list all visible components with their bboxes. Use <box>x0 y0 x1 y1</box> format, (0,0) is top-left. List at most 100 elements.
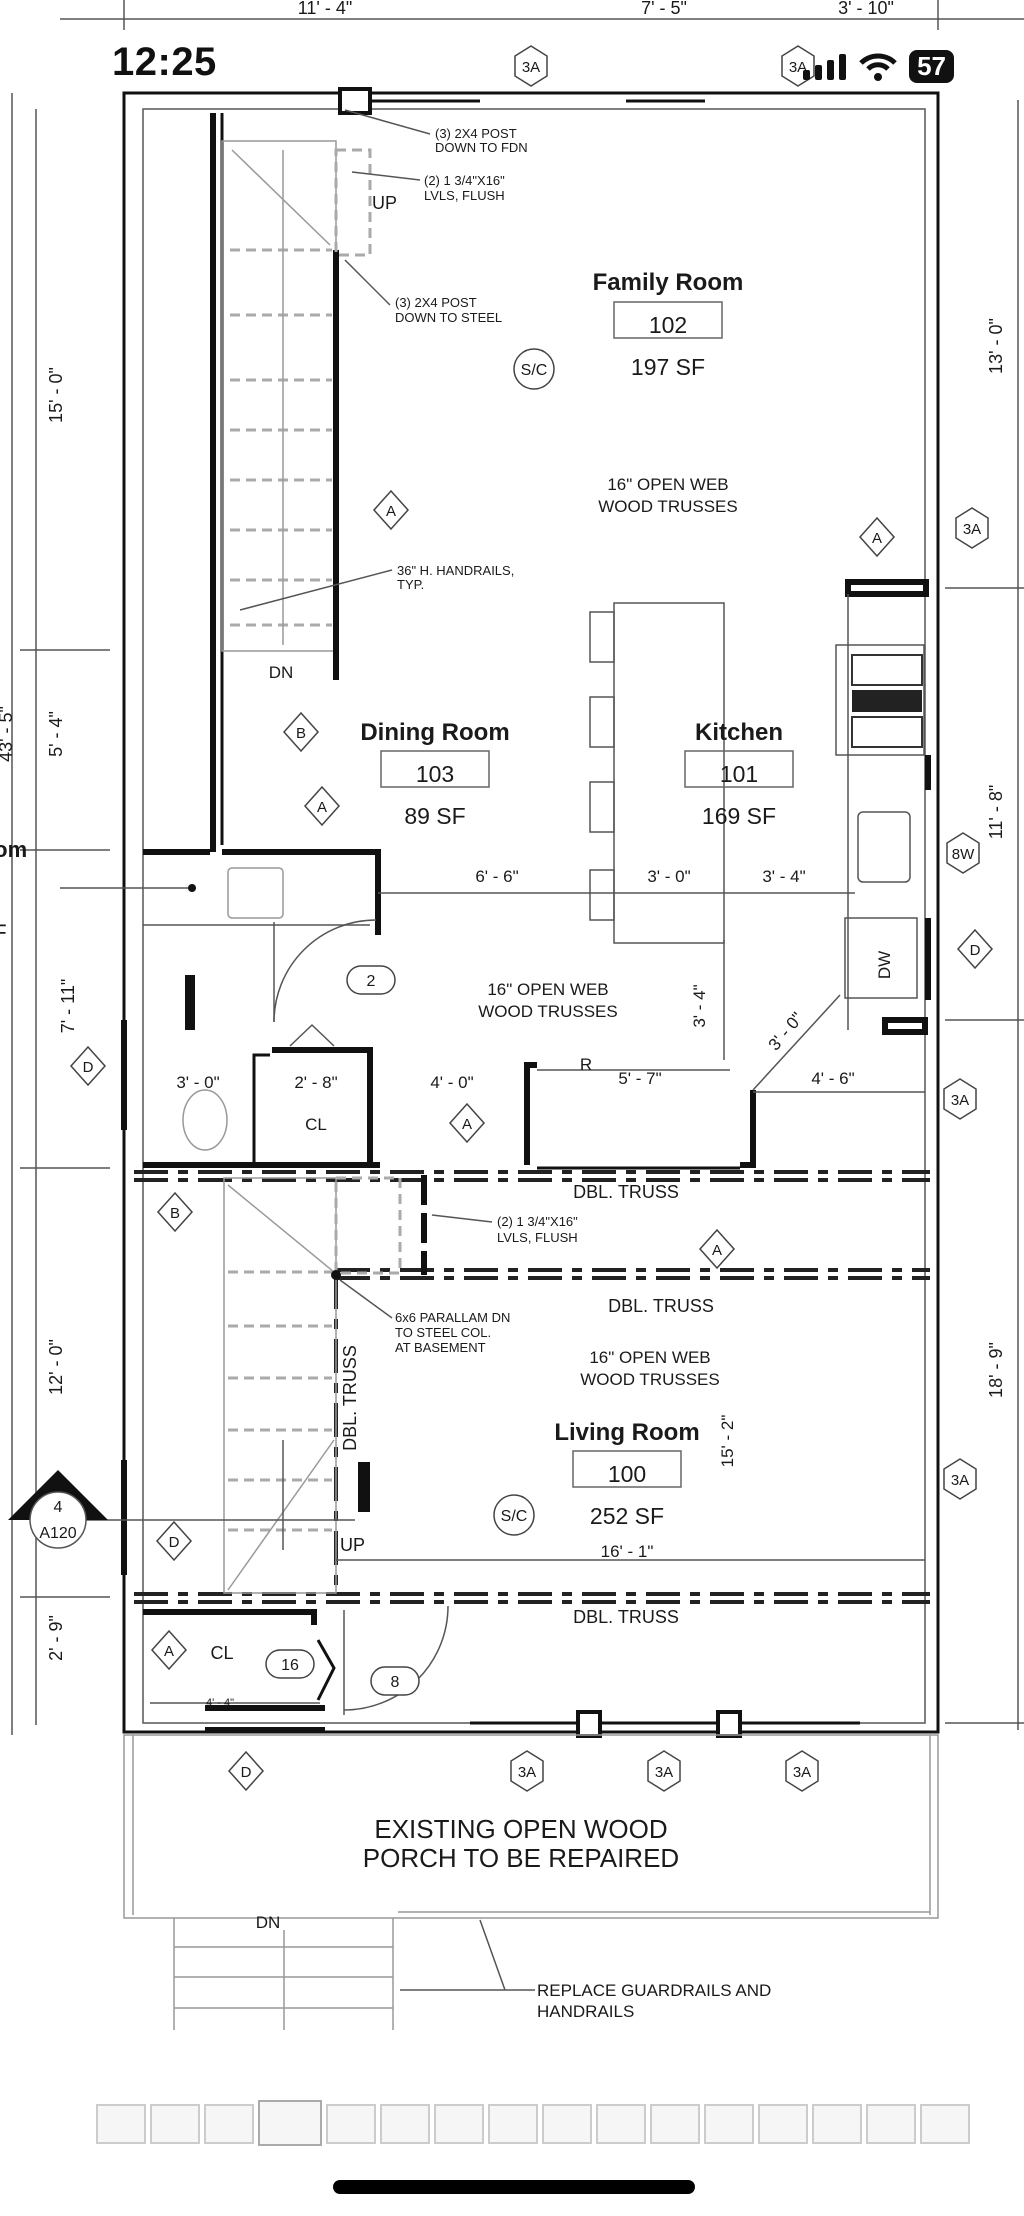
wall-type-tag: D <box>155 1520 193 1562</box>
page-thumbnail[interactable] <box>326 2104 376 2144</box>
tag-label: A <box>164 1643 174 1660</box>
note: (2) 1 3/4"X16" <box>497 1214 578 1229</box>
truss-note: WOOD TRUSSES <box>598 497 737 516</box>
wall-type-tag: A <box>372 489 410 531</box>
note: (2) 1 3/4"X16" <box>424 173 505 188</box>
dim: 2' - 8" <box>294 1073 337 1092</box>
wifi-icon <box>859 52 897 81</box>
stair-up-label: UP <box>372 193 397 213</box>
dim-left: 15' - 0" <box>46 367 66 423</box>
dbl-truss-label: DBL. TRUSS <box>573 1607 679 1627</box>
truss-note: 16" OPEN WEB <box>607 475 728 494</box>
page-thumbnail[interactable] <box>542 2104 592 2144</box>
porch-note: EXISTING OPEN WOOD <box>374 1814 667 1844</box>
note: LVLS, FLUSH <box>424 188 505 203</box>
note: 6x6 PARALLAM DN <box>395 1310 510 1325</box>
dim: 6' - 6" <box>475 867 518 886</box>
closet-label: CL <box>305 1115 327 1134</box>
page-thumbnail[interactable] <box>488 2104 538 2144</box>
home-indicator[interactable] <box>333 2180 695 2194</box>
page-thumbnail-strip[interactable] <box>96 2100 970 2146</box>
page-thumbnail[interactable] <box>758 2104 808 2144</box>
tag-label: 3A <box>522 59 540 76</box>
tag-label: D <box>970 942 981 959</box>
dim-left: 7' - 11" <box>58 979 78 1034</box>
stair-down-label: DN <box>269 663 294 682</box>
dim-right: 18' - 9" <box>986 1342 1006 1398</box>
note: DOWN TO STEEL <box>395 310 502 325</box>
window-type-tag: 3A <box>514 45 548 87</box>
room-name-partial: Room <box>0 837 27 862</box>
room-area: 89 SF <box>404 803 465 829</box>
tag-label: A <box>386 503 396 520</box>
page-thumbnail[interactable] <box>150 2104 200 2144</box>
tag-label: 3A <box>793 1764 811 1781</box>
tag-label: A <box>872 530 882 547</box>
smoke-co-detector-tag: S/C <box>493 1494 535 1536</box>
page-thumbnail[interactable] <box>704 2104 754 2144</box>
window-type-tag: 8W <box>946 832 980 874</box>
room-number-box <box>613 301 723 339</box>
page-thumbnail[interactable] <box>258 2100 322 2146</box>
battery-icon: 57 <box>909 50 954 83</box>
plan-linework <box>8 0 1024 2030</box>
window-type-tag: 3A <box>943 1078 977 1120</box>
dim: 3' - 0" <box>176 1073 219 1092</box>
room-name: Family Room <box>593 269 744 296</box>
page-thumbnail[interactable] <box>434 2104 484 2144</box>
room-number-box <box>380 750 490 788</box>
room-name: Kitchen <box>695 719 783 746</box>
wall-type-tag: A <box>698 1228 736 1270</box>
room-number: 100 <box>608 1461 646 1487</box>
dbl-truss-label: DBL. TRUSS <box>573 1182 679 1202</box>
room-area-partial: F <box>0 920 7 945</box>
dim-top: 11' - 4" <box>298 0 353 18</box>
page-thumbnail[interactable] <box>596 2104 646 2144</box>
note: LVLS, FLUSH <box>497 1230 578 1245</box>
page-thumbnail[interactable] <box>96 2104 146 2144</box>
page-thumbnail[interactable] <box>204 2104 254 2144</box>
room-number: 103 <box>416 761 454 787</box>
porch-stair-down-label: DN <box>256 1913 281 1932</box>
page-thumbnail[interactable] <box>920 2104 970 2144</box>
wall-type-tag: D <box>956 928 994 970</box>
plan-annotations: 11' - 4"7' - 5"3' - 10"15' - 0"5' - 4"7'… <box>0 0 1006 2021</box>
smoke-co-detector-tag: S/C <box>513 348 555 390</box>
dim: 16' - 1" <box>601 1542 654 1561</box>
dim-right: 11' - 8" <box>986 785 1006 840</box>
note: AT BASEMENT <box>395 1340 486 1355</box>
room-area: 197 SF <box>631 354 705 380</box>
status-time: 12:25 <box>112 40 217 84</box>
room-area: 169 SF <box>702 803 776 829</box>
room-area: 252 SF <box>590 1503 664 1529</box>
signal-icon <box>803 53 847 80</box>
wall-type-tag: A <box>448 1102 486 1144</box>
note: (3) 2X4 POST <box>395 295 477 310</box>
dim: 15' - 2" <box>718 1415 737 1468</box>
dim: 4' - 4" <box>206 1697 234 1709</box>
page-thumbnail[interactable] <box>380 2104 430 2144</box>
page-thumbnail[interactable] <box>812 2104 862 2144</box>
tag-label: 3A <box>963 521 981 538</box>
section-number: 4 <box>54 1499 63 1516</box>
window-type-tag: 3A <box>785 1750 819 1792</box>
dim-left: 2' - 9" <box>46 1615 66 1661</box>
dim: 3' - 4" <box>762 867 805 886</box>
page-thumbnail[interactable] <box>866 2104 916 2144</box>
truss-note: WOOD TRUSSES <box>478 1002 617 1021</box>
room-number: 102 <box>649 312 687 338</box>
wall-type-tag: B <box>282 711 320 753</box>
dim-top: 3' - 10" <box>838 0 894 18</box>
tag-label: B <box>170 1205 180 1222</box>
truss-note: 16" OPEN WEB <box>589 1348 710 1367</box>
page-thumbnail[interactable] <box>650 2104 700 2144</box>
stair-up-label: UP <box>340 1535 365 1555</box>
wall-type-tag: D <box>69 1045 107 1087</box>
refrigerator-label: R <box>580 1055 592 1074</box>
window-type-tag: 3A <box>943 1458 977 1500</box>
note: REPLACE GUARDRAILS AND <box>537 1981 771 2000</box>
tag-label: 8W <box>952 846 975 863</box>
truss-note: 16" OPEN WEB <box>487 980 608 999</box>
room-number: 101 <box>720 761 758 787</box>
